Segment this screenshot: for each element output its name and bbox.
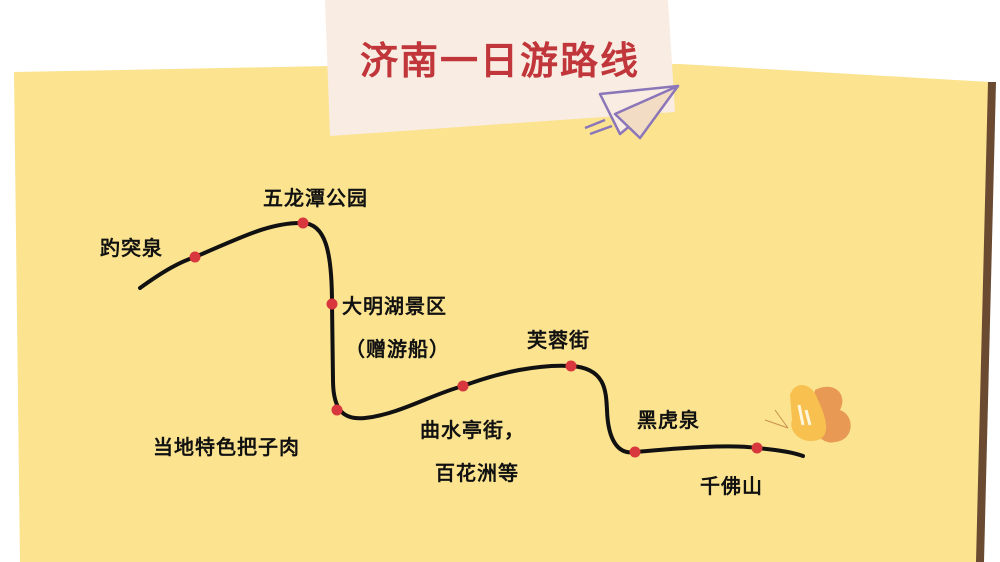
- paper-plane-icon: [584, 84, 680, 140]
- stop-label: 千佛山: [700, 474, 763, 498]
- stop-note: 百花洲等: [435, 461, 519, 485]
- stop-label: 五龙潭公园: [263, 186, 368, 210]
- stop-label: 趵突泉: [100, 236, 163, 260]
- stop-label: 当地特色把子肉: [153, 435, 300, 459]
- stop-dot: [297, 217, 309, 229]
- stop-dot: [331, 404, 343, 416]
- stop-note: （赠游船）: [345, 337, 450, 361]
- stop-label: 曲水亭街，: [420, 418, 525, 442]
- paper-background: [14, 64, 990, 562]
- stop-dot: [457, 380, 469, 392]
- page-title: 济南一日游路线: [359, 39, 640, 83]
- stop-label: 黑虎泉: [637, 408, 700, 432]
- stop-dot: [565, 360, 577, 372]
- paper-edge: [976, 82, 996, 562]
- stop-label: 大明湖景区: [342, 294, 447, 318]
- butterfly-icon: [764, 384, 851, 443]
- title-card: [325, 0, 675, 136]
- stop-label: 芙蓉街: [527, 328, 590, 352]
- stop-dot: [326, 298, 338, 310]
- stop-dot: [751, 442, 763, 454]
- stop-dot: [189, 251, 201, 263]
- stop-dot: [629, 446, 641, 458]
